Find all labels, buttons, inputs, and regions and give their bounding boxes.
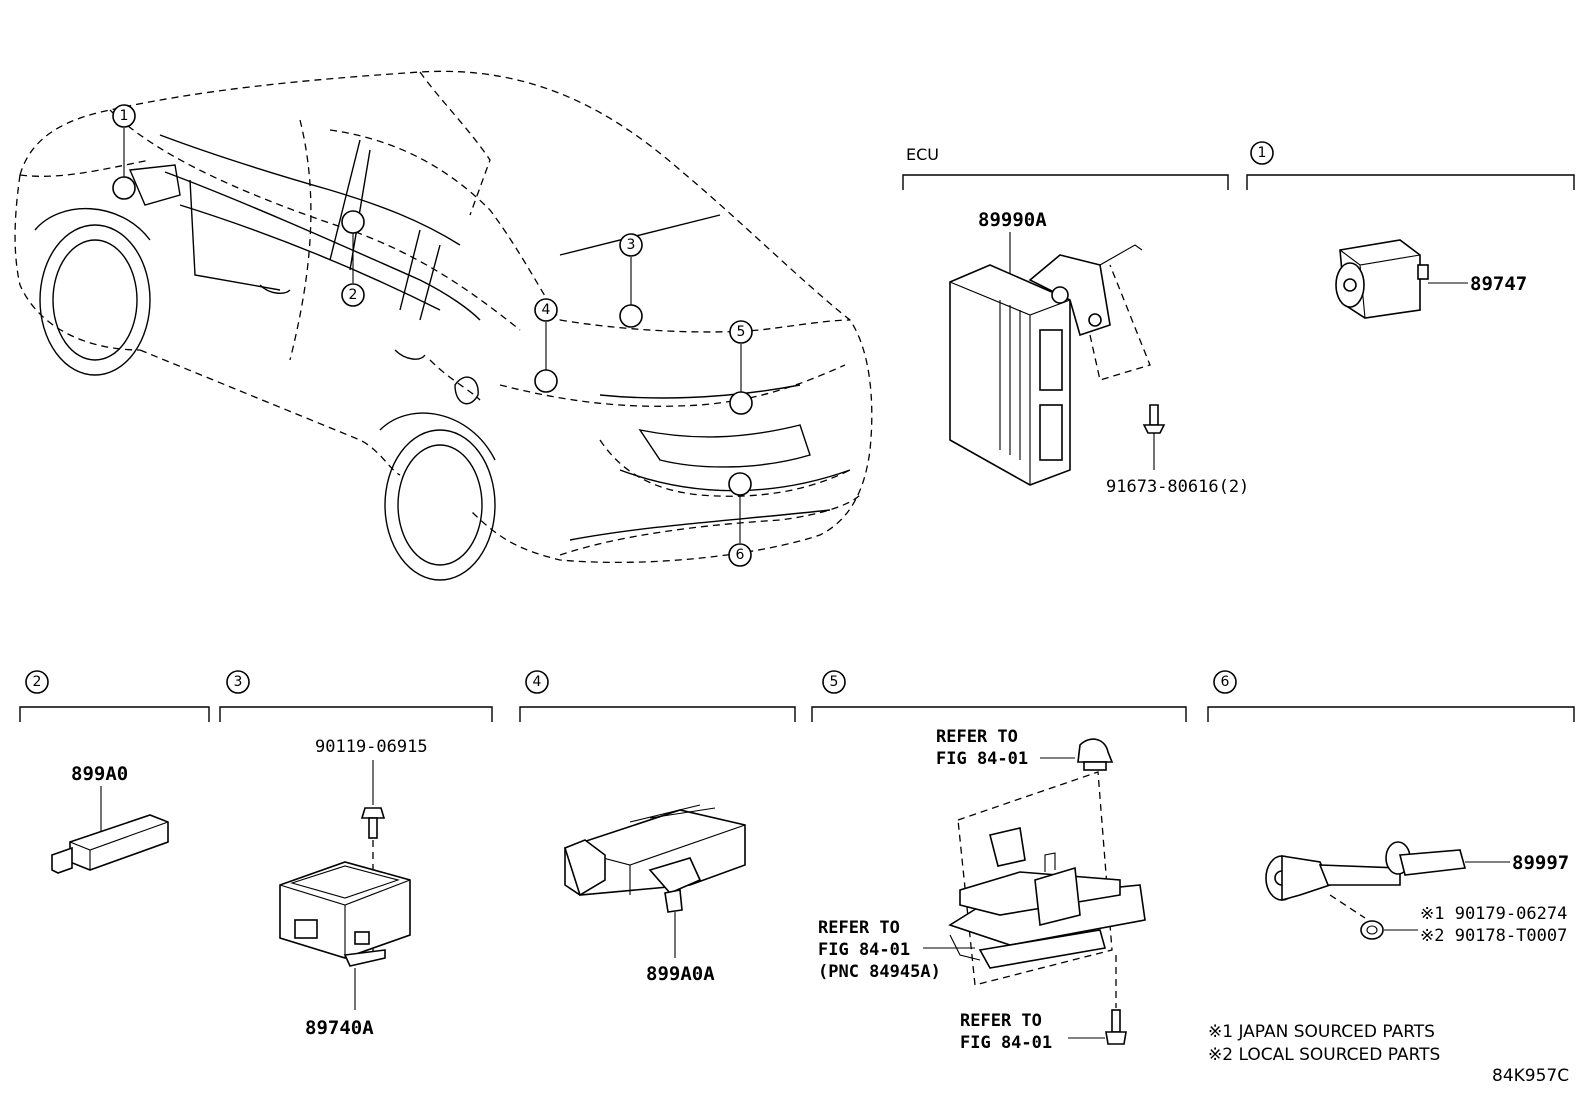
ecu-part-number: 89990A xyxy=(978,209,1047,231)
antenna-899A0 xyxy=(51,814,169,874)
section-3: 3 90119-06915 89740A xyxy=(219,670,493,1039)
section-2-number: 2 xyxy=(33,674,42,690)
location-marker-3 xyxy=(619,304,643,328)
bolt-90119-label: 90119-06915 xyxy=(315,737,428,757)
ecu-bolt-number: 91673-80616(2) xyxy=(1106,477,1249,497)
callout-2-label: 2 xyxy=(349,287,358,303)
callout-6-label: 6 xyxy=(736,547,745,563)
note-local-sourced: ※2 LOCAL SOURCED PARTS xyxy=(1208,1045,1440,1065)
section-2: 2 899A0 xyxy=(19,670,210,874)
section-2-bracket xyxy=(19,706,210,722)
part-899A0A-label: 899A0A xyxy=(646,963,715,985)
bolt-bottom xyxy=(1105,1009,1127,1045)
callout-circle-5 xyxy=(729,320,753,344)
section-1: 1 89747 xyxy=(1246,141,1575,319)
callout-5-label: 5 xyxy=(737,324,746,340)
section-3-bracket xyxy=(219,706,493,722)
module-89740A xyxy=(279,861,411,967)
section-6: 6 89997 ※1 90179-06274 ※2 90178-T0007 xyxy=(1207,670,1575,946)
clip-top xyxy=(1077,738,1114,771)
callout-circle-6 xyxy=(728,543,752,567)
ref-left-line1: REFER TO xyxy=(818,918,900,938)
ecu-bracket xyxy=(902,174,1229,190)
ref-top-line2: FIG 84-01 xyxy=(936,749,1028,769)
alt-part-local: ※2 90178-T0007 xyxy=(1420,926,1567,946)
section-5-number: 5 xyxy=(830,674,839,690)
section-1-number: 1 xyxy=(1258,145,1267,161)
location-marker-1 xyxy=(112,176,136,200)
location-marker-5 xyxy=(729,391,753,415)
section-ecu: ECU 89990A 91673-80616(2) xyxy=(902,145,1249,497)
ref-left-line3: (PNC 84945A) xyxy=(818,962,941,982)
clip-90179 xyxy=(1360,920,1384,940)
ref-bottom-line1: REFER TO xyxy=(960,1011,1042,1031)
location-marker-6 xyxy=(728,472,752,496)
section-1-bracket xyxy=(1246,174,1575,190)
part-89997-label: 89997 xyxy=(1512,852,1569,874)
ref-left-line2: FIG 84-01 xyxy=(818,940,910,960)
camera-89747 xyxy=(1335,239,1429,319)
sensor-899A0A xyxy=(564,804,746,913)
section-5-bracket xyxy=(811,706,1187,722)
part-899A0-label: 899A0 xyxy=(71,763,128,785)
section-5: 5 REFER TO FIG 84-01 REFER TO FIG 84-01 … xyxy=(811,670,1187,1053)
callout-circle-3 xyxy=(619,233,643,257)
location-marker-2 xyxy=(341,210,365,234)
part-89747-label: 89747 xyxy=(1470,273,1527,295)
camera-bracket-assembly xyxy=(948,827,1146,969)
ecu-module xyxy=(949,244,1143,486)
alt-part-japan: ※1 90179-06274 xyxy=(1420,904,1567,924)
callout-4-label: 4 xyxy=(542,302,551,318)
bolt-90119 xyxy=(360,807,386,839)
section-6-bracket xyxy=(1207,706,1575,722)
section-3-number: 3 xyxy=(234,674,243,690)
note-japan-sourced: ※1 JAPAN SOURCED PARTS xyxy=(1208,1022,1435,1042)
callout-3-label: 3 xyxy=(627,237,636,253)
location-marker-4 xyxy=(534,369,558,393)
section-4: 4 899A0A xyxy=(519,670,796,985)
section-4-number: 4 xyxy=(533,674,542,690)
ref-bottom-line2: FIG 84-01 xyxy=(960,1033,1052,1053)
sensor-89997 xyxy=(1265,841,1467,902)
ecu-bolt xyxy=(1142,404,1166,470)
callout-1-label: 1 xyxy=(120,108,129,124)
location-markers: 1 2 3 4 5 6 xyxy=(112,104,753,567)
ref-top-line1: REFER TO xyxy=(936,727,1018,747)
callout-circle-2 xyxy=(341,283,365,307)
section-4-bracket xyxy=(519,706,796,722)
ecu-header: ECU xyxy=(906,145,939,164)
part-89740A-label: 89740A xyxy=(305,1017,374,1039)
section-6-number: 6 xyxy=(1221,674,1230,690)
figure-code: 84K957C xyxy=(1492,1066,1569,1086)
callout-circle-4 xyxy=(534,298,558,322)
callout-circle-1 xyxy=(112,104,136,128)
